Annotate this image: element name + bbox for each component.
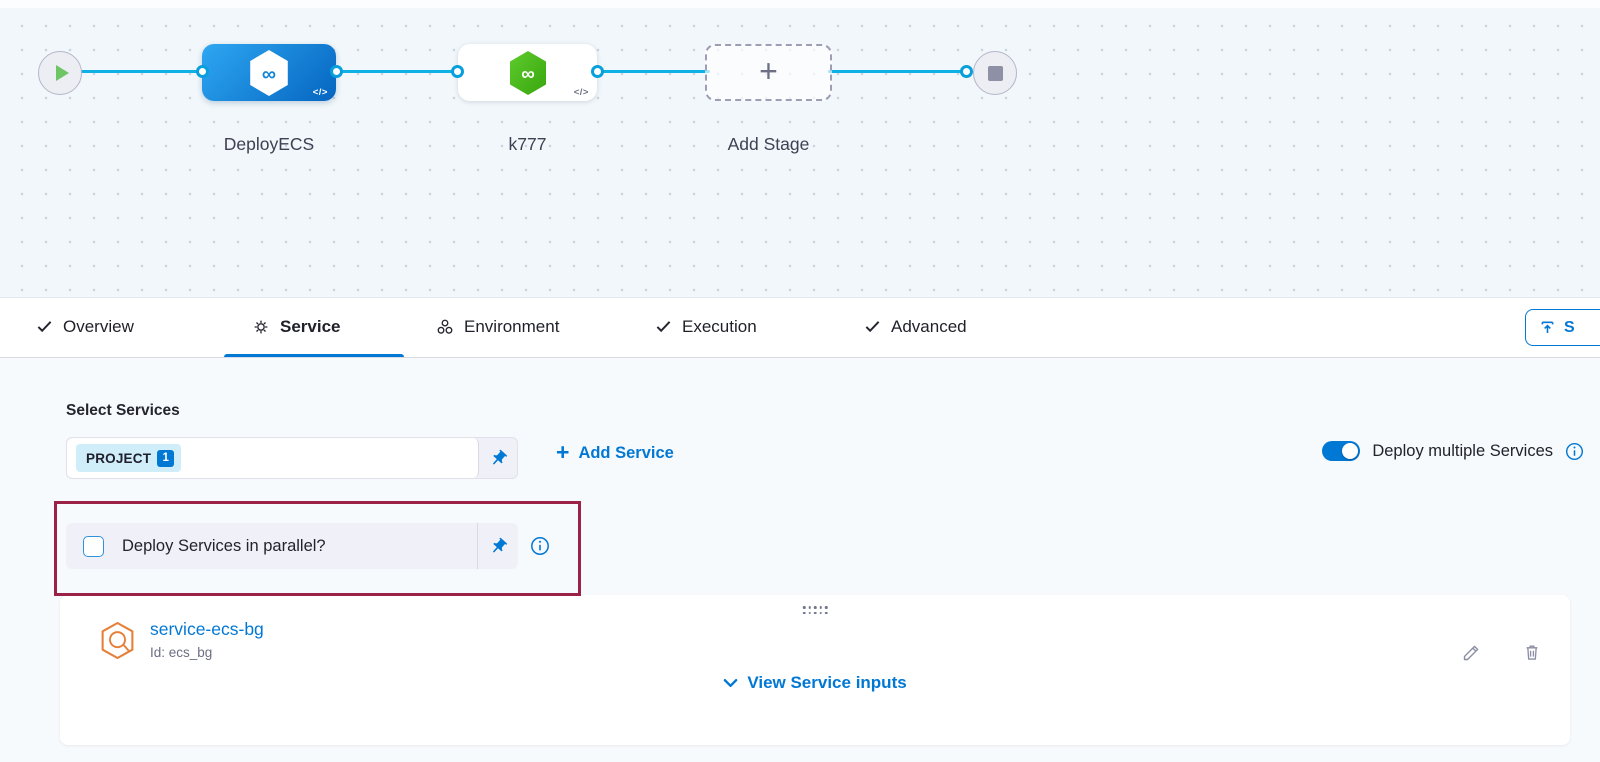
check-icon xyxy=(865,321,880,333)
service-tab-panel: Select Services PROJECT 1 + Add Service xyxy=(0,358,1600,762)
stage-label-deployecs: DeployECS xyxy=(223,134,315,154)
services-multiselect-field[interactable]: PROJECT 1 xyxy=(67,438,479,478)
edit-service-button[interactable] xyxy=(1456,637,1486,667)
view-service-inputs-link[interactable]: View Service inputs xyxy=(723,673,907,693)
stage-tabbar: Overview Service Environment Execution A… xyxy=(0,297,1600,358)
deploy-parallel-field: Deploy Services in parallel? xyxy=(66,523,478,569)
tab-label: Environment xyxy=(464,316,560,336)
tab-service[interactable]: Service xyxy=(252,298,341,355)
tab-advanced[interactable]: Advanced xyxy=(864,298,967,355)
tab-label: Advanced xyxy=(891,316,967,336)
deploy-multiple-services-row: Deploy multiple Services xyxy=(1322,441,1584,461)
stage-node-deployecs[interactable]: ∞ </> xyxy=(202,44,336,101)
tab-label: Service xyxy=(280,316,341,336)
add-stage-button[interactable]: + xyxy=(705,44,832,101)
toggle-knob xyxy=(1342,443,1359,459)
services-multiselect[interactable]: PROJECT 1 xyxy=(66,437,518,479)
tab-execution[interactable]: Execution xyxy=(655,298,757,355)
ecs-service-icon xyxy=(100,621,135,660)
service-name-link[interactable]: service-ecs-bg xyxy=(150,619,264,639)
pin-icon xyxy=(492,537,507,552)
node-port xyxy=(591,65,604,78)
node-port xyxy=(960,65,973,78)
check-icon xyxy=(37,321,52,333)
pipeline-start-node xyxy=(38,51,82,95)
pin-input-type-button[interactable] xyxy=(478,523,518,569)
add-service-button[interactable]: + Add Service xyxy=(556,439,674,465)
node-port xyxy=(196,65,209,78)
save-button-label: S xyxy=(1564,318,1575,336)
pipeline-canvas: ∞ </> ∞ </> + DeployECS k777 Ad xyxy=(0,0,1600,297)
drag-handle[interactable] xyxy=(802,606,828,614)
harness-stage-icon: ∞ xyxy=(509,50,546,95)
trash-icon xyxy=(1526,645,1538,660)
deploy-parallel-row: Deploy Services in parallel? xyxy=(66,523,518,569)
yaml-code-badge: </> xyxy=(312,87,328,98)
stage-label-add-stage: Add Stage xyxy=(727,134,810,154)
svg-text:∞: ∞ xyxy=(521,64,535,85)
info-icon[interactable] xyxy=(1565,442,1584,461)
harness-stage-icon: ∞ xyxy=(250,49,288,96)
deploy-parallel-label: Deploy Services in parallel? xyxy=(122,536,326,555)
gear-icon xyxy=(254,320,268,333)
save-button[interactable]: S xyxy=(1525,309,1600,346)
tab-label: Overview xyxy=(63,316,134,336)
pencil-icon xyxy=(1463,645,1478,660)
plus-icon: + xyxy=(759,53,778,89)
pin-icon xyxy=(492,449,507,464)
service-card: service-ecs-bg Id: ecs_bg View Service i… xyxy=(60,595,1570,745)
plus-icon: + xyxy=(556,439,570,465)
tab-environment[interactable]: Environment xyxy=(436,298,559,355)
connector-line xyxy=(80,70,206,73)
info-icon xyxy=(531,537,549,555)
service-id-text: Id: ecs_bg xyxy=(150,645,213,660)
svg-text:∞: ∞ xyxy=(262,63,276,85)
stage-node-k777[interactable]: ∞ </> xyxy=(458,44,597,101)
chip-label: PROJECT xyxy=(86,450,152,466)
view-inputs-label: View Service inputs xyxy=(747,673,907,692)
chevron-down-icon xyxy=(723,678,738,688)
deploy-multiple-toggle[interactable] xyxy=(1322,441,1361,461)
connector-line xyxy=(334,70,462,73)
connector-line xyxy=(828,70,970,73)
active-tab-underline xyxy=(224,353,404,357)
tab-overview[interactable]: Overview xyxy=(36,298,134,355)
project-scope-chip: PROJECT 1 xyxy=(76,444,182,472)
pin-input-type-button[interactable] xyxy=(479,438,517,478)
delete-service-button[interactable] xyxy=(1517,637,1547,667)
node-port xyxy=(451,65,464,78)
stage-label-k777: k777 xyxy=(508,134,547,154)
pipeline-end-node xyxy=(973,51,1017,95)
canvas-top-strip xyxy=(0,0,1600,8)
check-icon xyxy=(656,321,671,333)
play-icon xyxy=(55,65,69,81)
upload-icon xyxy=(1541,321,1554,333)
stop-icon xyxy=(987,65,1003,81)
deploy-multiple-label: Deploy multiple Services xyxy=(1372,441,1553,460)
chip-count-badge: 1 xyxy=(157,449,175,467)
parallel-info-button[interactable] xyxy=(530,536,550,556)
add-service-label: Add Service xyxy=(578,444,674,462)
tab-label: Execution xyxy=(682,316,757,336)
select-services-label: Select Services xyxy=(66,402,180,419)
yaml-code-badge: </> xyxy=(573,87,589,98)
node-port xyxy=(330,65,343,78)
connector-line xyxy=(595,70,710,73)
environment-icon xyxy=(437,319,453,334)
deploy-parallel-checkbox[interactable] xyxy=(83,535,104,557)
